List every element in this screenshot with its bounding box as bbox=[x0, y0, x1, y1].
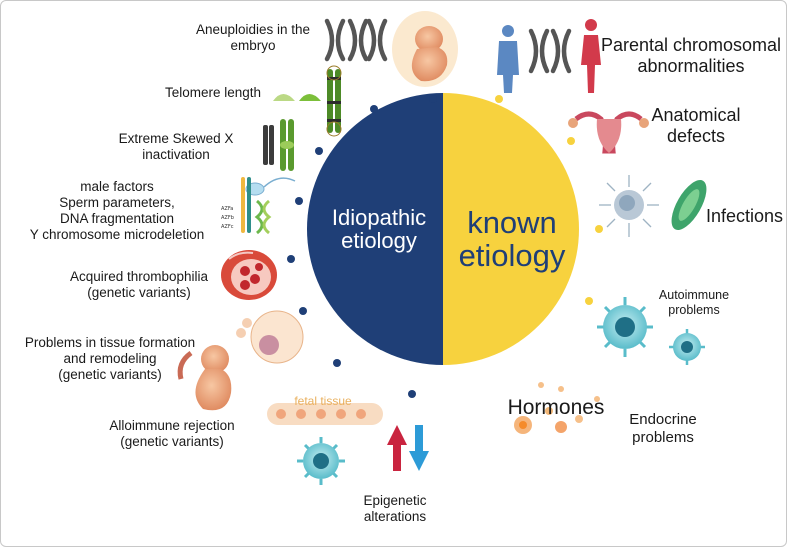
fetus-lower-icon bbox=[177, 345, 232, 411]
infection-icon bbox=[599, 175, 707, 237]
etiology-word-left: etiology bbox=[341, 228, 417, 254]
blood-vessel-icon bbox=[221, 250, 277, 300]
label-thrombophilia: Acquired thrombophilia(genetic variants) bbox=[69, 269, 209, 300]
x-chromosome-icon bbox=[263, 119, 294, 171]
label-alloimmune: Alloimmune rejection(genetic variants) bbox=[109, 418, 235, 449]
central-circle bbox=[307, 93, 579, 365]
azf-label-c: AZFc bbox=[221, 224, 234, 230]
epigenetic-arrows-icon bbox=[387, 425, 429, 471]
autoimmune-cells-icon bbox=[597, 297, 705, 365]
idiopathic-half bbox=[307, 93, 443, 365]
immune-cell-icon bbox=[297, 437, 345, 485]
label-hormones: Hormones bbox=[507, 396, 605, 419]
fetal-tissue-icon bbox=[267, 403, 383, 425]
label-infections: Infections bbox=[706, 206, 784, 226]
orbit-dots bbox=[287, 95, 603, 398]
parents-icon bbox=[497, 19, 601, 93]
fetal-tissue-label: fetal tissue bbox=[294, 394, 352, 408]
tissue-icon bbox=[236, 310, 304, 364]
azf-label-b: AZFb bbox=[221, 215, 234, 221]
known-etiology-label: known etiology bbox=[447, 205, 577, 273]
azf-label-a: AZFa bbox=[221, 206, 233, 212]
sperm-dna-icon bbox=[241, 177, 296, 235]
etiology-word-right: etiology bbox=[458, 237, 566, 273]
hormone-particles-icon bbox=[514, 382, 600, 434]
uterus-icon bbox=[568, 111, 649, 154]
known-word: known bbox=[467, 205, 557, 240]
telomere-icon bbox=[273, 65, 342, 137]
chromosome-trio-icon bbox=[324, 18, 388, 62]
fetus-icon bbox=[392, 11, 458, 87]
idiopathic-etiology-label: Idiopathic etiology bbox=[319, 206, 439, 252]
known-half bbox=[443, 93, 579, 365]
idiopathic-word: Idiopathic bbox=[331, 205, 427, 230]
label-telomere-length: Telomere length bbox=[164, 85, 261, 100]
